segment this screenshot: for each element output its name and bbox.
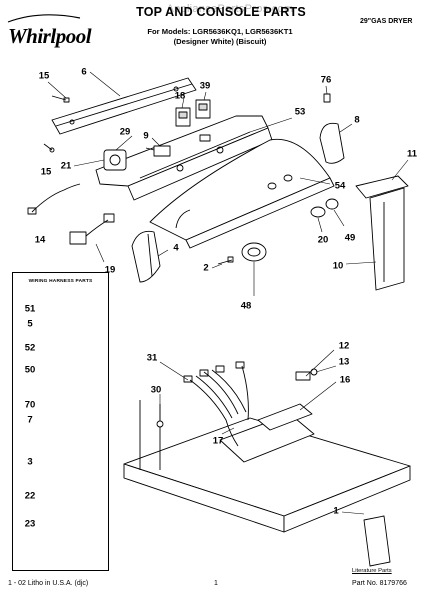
callout-20: 20	[317, 234, 329, 246]
callout-16: 16	[339, 374, 351, 386]
literature-part	[363, 515, 391, 567]
timer-part	[103, 149, 127, 171]
callout-4: 4	[173, 242, 179, 254]
models-line-1: For Models: LGR5636KQ1, LGR5636KT1	[147, 27, 293, 36]
callout-53: 53	[294, 106, 306, 118]
product-type: 29"GAS DRYER	[360, 18, 413, 25]
knob-part-20	[325, 198, 339, 210]
callout-19: 19	[104, 264, 116, 276]
callout-51: 51	[24, 303, 36, 315]
callout-21: 21	[60, 160, 72, 172]
callout-23: 23	[24, 518, 36, 530]
callout-49: 49	[344, 232, 356, 244]
knob-part-49	[310, 206, 326, 218]
knob-part-48	[241, 242, 267, 262]
literature-label: Literature Parts	[352, 568, 392, 574]
callout-10: 10	[332, 260, 344, 272]
vent-part-11	[355, 175, 409, 199]
callout-30: 30	[150, 384, 162, 396]
wiring-box-title: WIRING HARNESS PARTS	[28, 279, 93, 284]
callout-15: 15	[38, 70, 50, 82]
switch-part-18	[175, 107, 191, 127]
harness-part-31	[183, 361, 249, 447]
callout-14: 14	[34, 234, 46, 246]
callout-7: 7	[27, 414, 33, 426]
callout-22: 22	[24, 490, 36, 502]
callout-31: 31	[146, 352, 158, 364]
screw-left	[43, 143, 55, 153]
callout-18: 18	[174, 90, 186, 102]
grommet-part-30	[156, 420, 164, 428]
footer-left: 1 - 02 Litho in U.S.A. (djc)	[8, 580, 89, 587]
callout-17: 17	[212, 435, 224, 447]
callout-6: 6	[81, 66, 87, 78]
harness-part-19	[69, 213, 115, 245]
callout-12: 12	[338, 340, 350, 352]
callout-8: 8	[354, 114, 360, 126]
footer-page-number: 1	[214, 580, 218, 587]
brand-logo: Whirlpool	[8, 24, 92, 48]
plate-part-16	[257, 403, 313, 431]
callout-5: 5	[27, 318, 33, 330]
callout-52: 52	[24, 342, 36, 354]
leader-lines	[47, 71, 409, 515]
callout-50: 50	[24, 364, 36, 376]
callout-48: 48	[240, 300, 252, 312]
back-bracket-part	[51, 77, 197, 135]
screw-part-2	[217, 256, 234, 265]
console-cover-part	[149, 138, 335, 249]
end-cap-part-8	[319, 122, 345, 164]
model-numbers: For Models: LGR5636KQ1, LGR5636KT1 (Desi…	[120, 27, 320, 47]
footer-part-number: Part No. 8179766	[352, 580, 407, 587]
connector-part-9	[145, 145, 171, 157]
wiring-harness-box: WIRING HARNESS PARTS	[12, 272, 109, 571]
console-panel-part	[95, 115, 273, 201]
callout-2: 2	[203, 262, 209, 274]
callout-29: 29	[119, 126, 131, 138]
duct-part-10	[369, 187, 405, 291]
harness-part-14	[27, 183, 81, 215]
callout-11: 11	[406, 148, 418, 160]
callout-9: 9	[143, 130, 149, 142]
screw-part-76	[323, 93, 331, 103]
callout-3: 3	[27, 456, 33, 468]
end-cap-part	[131, 230, 161, 283]
callout-1: 1	[333, 505, 339, 517]
callout-13: 13	[338, 356, 350, 368]
callout-70: 70	[24, 399, 36, 411]
top-panel-part	[123, 400, 411, 533]
callout-15: 15	[40, 166, 52, 178]
models-line-2: (Designer White) (Biscuit)	[173, 37, 267, 46]
callout-54: 54	[334, 180, 346, 192]
callout-39: 39	[199, 80, 211, 92]
bracket-part-12	[295, 371, 311, 381]
callout-76: 76	[320, 74, 332, 86]
page-title: TOP AND CONSOLE PARTS	[136, 5, 306, 19]
screw-top-left	[51, 95, 70, 103]
watermark-text: AppliancePartsPros.com	[166, 3, 294, 15]
logo-swoosh	[7, 14, 81, 23]
switch-part-39	[195, 99, 211, 119]
